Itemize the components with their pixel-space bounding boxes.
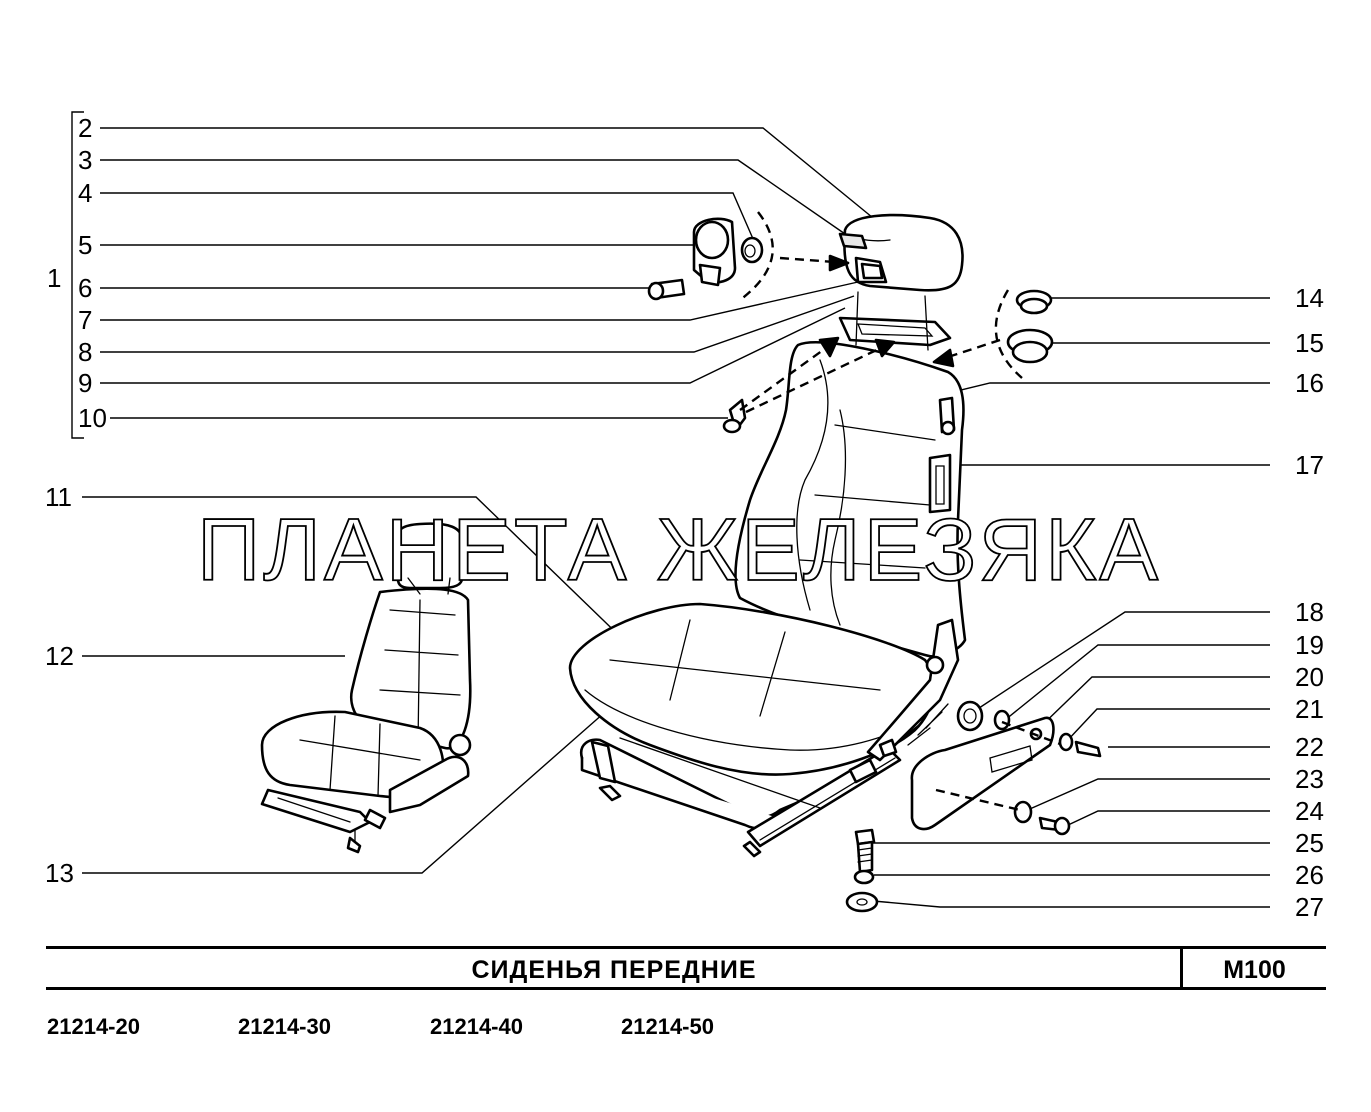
bushings xyxy=(994,289,1054,379)
callout-3: 3 xyxy=(78,145,92,175)
callout-16: 16 xyxy=(1295,368,1324,398)
callout-15: 15 xyxy=(1295,328,1324,358)
main-seat-backrest xyxy=(734,341,967,658)
headrest-assembly xyxy=(838,213,964,351)
title-block: СИДЕНЬЯ ПЕРЕДНИЕ M100 xyxy=(46,946,1326,990)
headrest-clamp-parts xyxy=(647,211,774,301)
callout-24: 24 xyxy=(1295,796,1324,826)
callout-20: 20 xyxy=(1295,662,1324,692)
model-item: 21214-20 xyxy=(47,1014,140,1039)
callout-14: 14 xyxy=(1295,283,1324,313)
bolt-washers xyxy=(845,828,879,913)
small-seat-illustration xyxy=(260,522,472,854)
callout-4: 4 xyxy=(78,178,92,208)
side-cover-fasteners xyxy=(910,700,1102,836)
callout-25: 25 xyxy=(1295,828,1324,858)
callout-9: 9 xyxy=(78,368,92,398)
callout-27: 27 xyxy=(1295,892,1324,922)
leader-lines-left xyxy=(82,127,879,874)
callout-23: 23 xyxy=(1295,764,1324,794)
watermark: ПЛАНЕТА ЖЕЛЕЗЯКА xyxy=(197,500,1161,599)
callout-5: 5 xyxy=(78,230,92,260)
callout-7: 7 xyxy=(78,305,92,335)
callout-12: 12 xyxy=(45,641,74,671)
leader-lines-right xyxy=(861,297,1270,908)
callout-6: 6 xyxy=(78,273,92,303)
diagram-code: M100 xyxy=(1223,956,1286,984)
group-bracket xyxy=(71,111,84,439)
diagram-title: СИДЕНЬЯ ПЕРЕДНИЕ xyxy=(471,956,757,984)
callout-26: 26 xyxy=(1295,860,1324,890)
model-item: 21214-40 xyxy=(430,1014,523,1039)
screw-and-arrows xyxy=(722,254,1001,434)
callout-8: 8 xyxy=(78,337,92,367)
callout-22: 22 xyxy=(1295,732,1324,762)
model-list: 21214-20 21214-30 21214-40 21214-50 xyxy=(0,1014,1371,1044)
title-divider xyxy=(1180,949,1183,987)
model-item: 21214-50 xyxy=(621,1014,714,1039)
callout-1: 1 xyxy=(47,263,61,293)
callout-19: 19 xyxy=(1295,630,1324,660)
callout-21: 21 xyxy=(1295,694,1324,724)
callout-10: 10 xyxy=(78,403,107,433)
recliner-mechanism xyxy=(848,618,960,784)
callout-13: 13 xyxy=(45,858,74,888)
callout-11: 11 xyxy=(45,482,72,512)
callout-2: 2 xyxy=(78,113,92,143)
callout-18: 18 xyxy=(1295,597,1324,627)
callout-17: 17 xyxy=(1295,450,1324,480)
model-item: 21214-30 xyxy=(238,1014,331,1039)
callout-labels: 1 2 3 4 5 6 7 8 9 10 11 12 13 14 15 16 1… xyxy=(45,113,1324,922)
